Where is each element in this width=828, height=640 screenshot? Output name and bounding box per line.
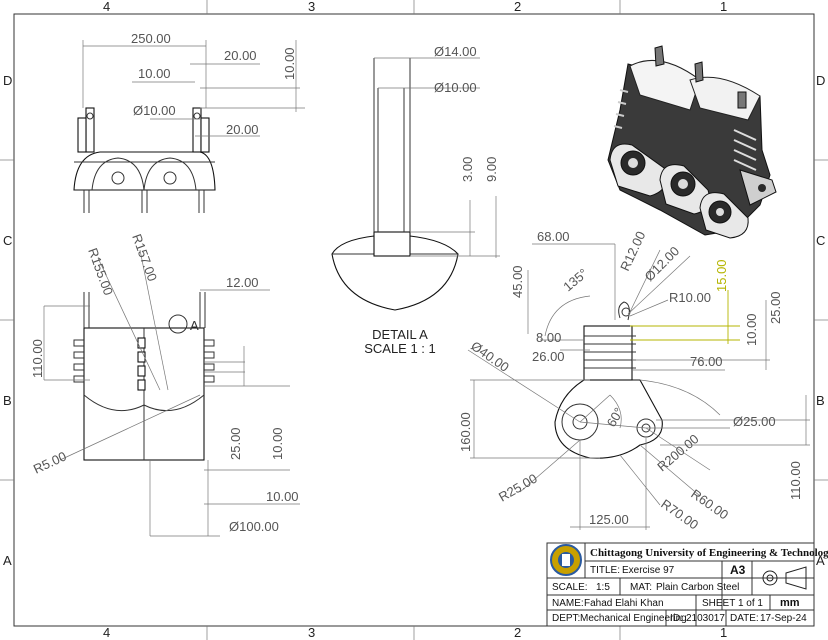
dim-r5: R5.00	[31, 448, 69, 476]
date-value: 17-Sep-24	[760, 613, 807, 624]
dim-3: 3.00	[460, 157, 475, 182]
sheet-size: A3	[730, 563, 746, 577]
dim-dia14: Ø14.00	[434, 44, 477, 59]
dim-r157: R157.00	[129, 232, 160, 283]
dim-r25: R25.00	[496, 471, 540, 505]
sheet-number: SHEET 1 of 1	[702, 598, 763, 609]
university-name: Chittagong University of Engineering & T…	[590, 547, 828, 559]
dim-25-front: 25.00	[228, 427, 243, 460]
dim-110-side: 110.00	[788, 461, 803, 500]
dept-label: DEPT:	[552, 613, 580, 624]
zone-left-d: D	[3, 73, 12, 88]
scale-value: 1:5	[596, 582, 610, 593]
material-value: Plain Carbon Steel	[656, 582, 739, 593]
zone-top-2: 2	[514, 0, 521, 14]
units: mm	[780, 597, 800, 609]
isometric-view	[607, 45, 777, 239]
zone-top-4: 4	[103, 0, 110, 14]
dim-76: 76.00	[690, 354, 723, 369]
id-label: ID:	[670, 613, 683, 624]
dim-45: 45.00	[510, 265, 525, 298]
zone-bottom-1: 1	[720, 625, 727, 640]
detail-label: DETAIL A	[372, 327, 428, 342]
side-view	[467, 243, 810, 530]
dim-20b: 20.00	[226, 122, 259, 137]
name-value: Fahad Elahi Khan	[584, 598, 664, 609]
dim-dia40: Ø40.00	[468, 338, 512, 375]
dim-dia25: Ø25.00	[733, 414, 776, 429]
dim-15: 15.00	[714, 259, 729, 292]
dim-12: 12.00	[226, 275, 259, 290]
name-label: NAME:	[552, 598, 584, 609]
dim-angle-135: 135°	[560, 266, 590, 295]
zone-top-1: 1	[720, 0, 727, 14]
zone-right-b: B	[816, 393, 825, 408]
dim-r12: R12.00	[617, 229, 648, 273]
dim-10v-top: 10.00	[282, 47, 297, 80]
detail-scale: SCALE 1 : 1	[364, 341, 436, 356]
zone-right-d: D	[816, 73, 825, 88]
zone-right-c: C	[816, 233, 825, 248]
dim-10-side: 10.00	[744, 313, 759, 346]
dim-250: 250.00	[131, 31, 171, 46]
dim-68: 68.00	[537, 229, 570, 244]
detail-a-circle	[168, 314, 188, 334]
dim-dia100: Ø100.00	[229, 519, 279, 534]
scale-label: SCALE:	[552, 582, 588, 593]
dim-20a: 20.00	[224, 48, 257, 63]
dim-25-side: 25.00	[768, 291, 783, 324]
detail-a-view	[331, 57, 500, 311]
zone-left-a: A	[3, 553, 12, 568]
dim-10-front: 10.00	[270, 427, 285, 460]
zone-top-3: 3	[308, 0, 315, 14]
projection-symbol-icon	[762, 566, 807, 590]
id-value: 2103017	[686, 613, 725, 624]
title-label: TITLE:	[590, 565, 620, 576]
dim-dia10-top: Ø10.00	[133, 103, 176, 118]
dim-dia10-detail: Ø10.00	[434, 80, 477, 95]
top-view	[73, 40, 305, 213]
dim-r200: R200.00	[654, 431, 701, 474]
dept-value: Mechanical Engineering	[580, 613, 687, 624]
dim-110-front: 110.00	[30, 339, 45, 378]
dim-125: 125.00	[589, 512, 629, 527]
zone-bottom-3: 3	[308, 625, 315, 640]
zone-bottom-2: 2	[514, 625, 521, 640]
dim-10a: 10.00	[138, 66, 171, 81]
dim-10b-front: 10.00	[266, 489, 299, 504]
dim-dia12-side: Ø12.00	[642, 243, 683, 284]
title-value: Exercise 97	[622, 565, 675, 576]
dim-r155: R155.00	[85, 246, 116, 297]
material-label: MAT:	[630, 582, 652, 593]
university-logo	[550, 544, 582, 576]
front-view	[43, 249, 300, 537]
dim-r10: R10.00	[669, 290, 711, 305]
dim-26: 26.00	[532, 349, 565, 364]
dim-9: 9.00	[484, 157, 499, 182]
detail-a-marker: A	[190, 318, 199, 333]
zone-bottom-4: 4	[103, 625, 110, 640]
dim-160: 160.00	[458, 412, 473, 452]
zone-left-b: B	[3, 393, 12, 408]
dim-8: 8.00	[536, 330, 561, 345]
zone-right-a: A	[816, 553, 825, 568]
date-label: DATE:	[730, 613, 759, 624]
zone-left-c: C	[3, 233, 12, 248]
